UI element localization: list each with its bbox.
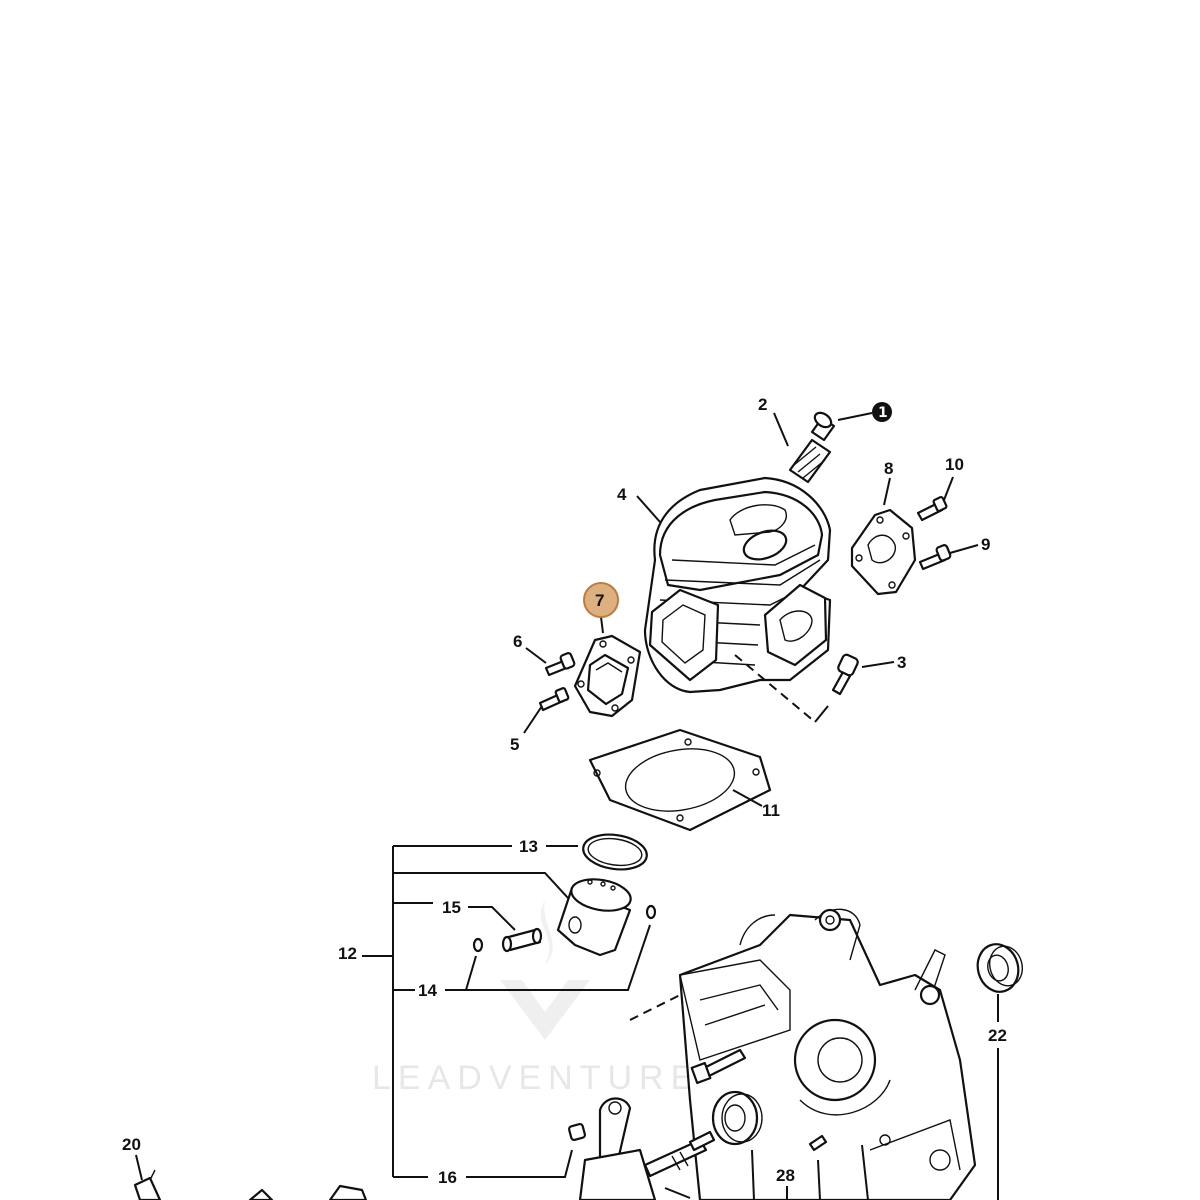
part-3-screw[interactable] bbox=[831, 653, 859, 696]
watermark-text: LEADVENTURE bbox=[372, 1059, 700, 1097]
crankshaft[interactable] bbox=[578, 1097, 716, 1200]
lower-left-partial-parts bbox=[149, 1169, 368, 1200]
part-20-partial[interactable] bbox=[133, 1176, 162, 1200]
part-14-circlips[interactable] bbox=[472, 904, 657, 953]
part-10-screw[interactable] bbox=[916, 496, 948, 522]
part-12-piston[interactable] bbox=[556, 875, 633, 957]
crank-bearing[interactable] bbox=[711, 1090, 763, 1146]
callout-labels: 1 2 3 4 5 6 7 8 9 10 11 12 13 14 15 16 2… bbox=[122, 395, 1007, 1187]
part-8-flange[interactable] bbox=[850, 508, 917, 596]
part-28-pin[interactable] bbox=[808, 1134, 828, 1152]
part-2-decompression-valve[interactable] bbox=[788, 410, 836, 484]
callout-3[interactable]: 3 bbox=[897, 653, 906, 672]
callout-1[interactable]: 1 bbox=[878, 405, 888, 421]
callout-16[interactable]: 16 bbox=[438, 1168, 457, 1187]
part-5-screw[interactable] bbox=[538, 687, 570, 712]
part-15-piston-pin[interactable] bbox=[501, 927, 543, 953]
callout-6[interactable]: 6 bbox=[513, 632, 522, 651]
part-9-screw[interactable] bbox=[918, 544, 952, 571]
callout-10[interactable]: 10 bbox=[945, 455, 964, 474]
callout-7[interactable]: 7 bbox=[595, 591, 604, 610]
callout-9[interactable]: 9 bbox=[981, 535, 990, 554]
callout-4[interactable]: 4 bbox=[617, 485, 627, 504]
callout-5[interactable]: 5 bbox=[510, 735, 519, 754]
callout-13[interactable]: 13 bbox=[519, 837, 538, 856]
callout-8[interactable]: 8 bbox=[884, 459, 893, 478]
cylinder-axis-bracket bbox=[814, 705, 829, 723]
callout-20[interactable]: 20 bbox=[122, 1135, 141, 1154]
part-6-screw[interactable] bbox=[544, 652, 576, 677]
leader-lines bbox=[135, 412, 999, 1200]
callout-22[interactable]: 22 bbox=[988, 1026, 1007, 1045]
callout-11[interactable]: 11 bbox=[762, 801, 780, 820]
crank-small-screw[interactable] bbox=[568, 1123, 586, 1141]
callout-15[interactable]: 15 bbox=[442, 898, 461, 917]
crankcase[interactable] bbox=[678, 908, 977, 1200]
part-22-shaft-seal[interactable] bbox=[972, 940, 1026, 997]
part-7-intake-flange[interactable] bbox=[573, 634, 642, 718]
crankcase-stud[interactable] bbox=[690, 1048, 747, 1085]
crankcase-axis-dash bbox=[629, 994, 681, 1021]
callout-28[interactable]: 28 bbox=[776, 1166, 795, 1185]
cylinder-axis-dash bbox=[734, 654, 816, 723]
part-11-gasket[interactable] bbox=[588, 728, 772, 832]
callout-12[interactable]: 12 bbox=[338, 944, 357, 963]
callout-1-marker[interactable] bbox=[872, 402, 892, 422]
part-4-cylinder[interactable] bbox=[643, 476, 832, 694]
watermark: LEADVENTURE bbox=[372, 900, 700, 1097]
callout-7-highlight[interactable]: 7 bbox=[583, 582, 619, 618]
callout-14[interactable]: 14 bbox=[418, 981, 437, 1000]
part-13-piston-ring[interactable] bbox=[581, 831, 649, 874]
callout-2[interactable]: 2 bbox=[758, 395, 767, 414]
